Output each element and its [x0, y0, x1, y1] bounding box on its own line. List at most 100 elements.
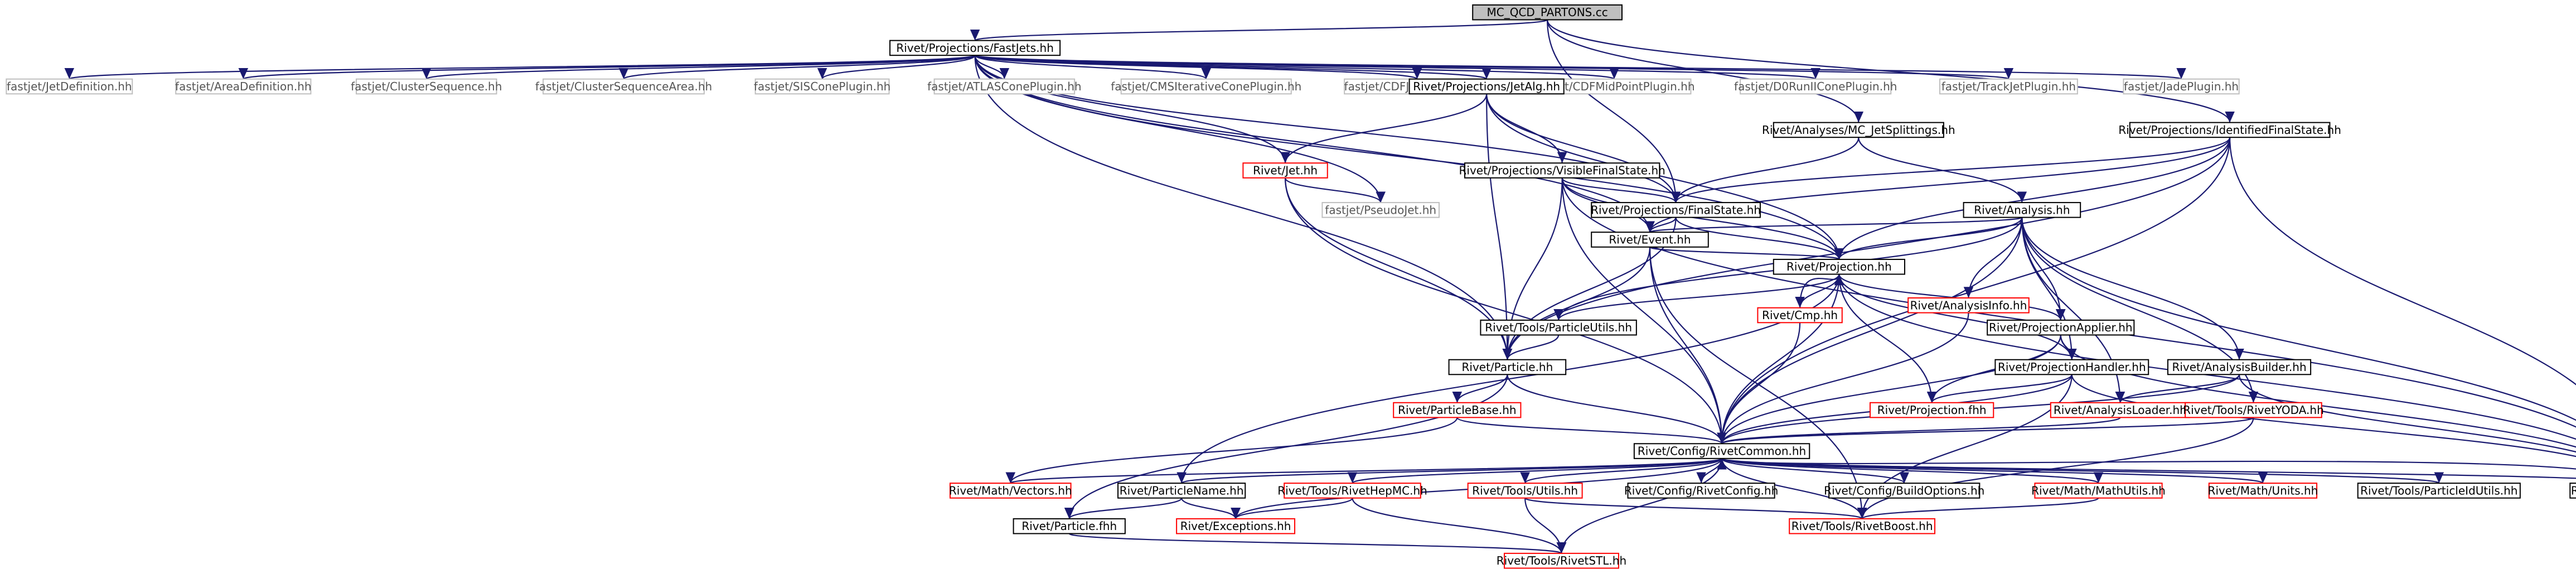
node-rivet-analysisloader-hh[interactable]: Rivet/AnalysisLoader.hh — [2050, 402, 2190, 418]
node-box — [1242, 162, 1328, 179]
node-rivet-event-hh[interactable]: Rivet/Event.hh — [1591, 232, 1709, 248]
edge-mathutils-to-rivetboost — [1857, 497, 2099, 519]
edge-logging-to-rivetcommon — [1717, 457, 2576, 470]
node-box — [1480, 319, 1637, 336]
edge-rivethepmc-to-exceptions — [1231, 498, 1353, 519]
edge-rivetcommon-to-mathutils — [1721, 457, 2103, 484]
node-label: fastjet/TrackJetPlugin.hh — [1941, 80, 2076, 93]
node-label: Rivet/Math/Units.hh — [2208, 484, 2318, 497]
node-rivet-tools-logging-hh[interactable]: Rivet/Tools/Logging.hh — [2569, 483, 2576, 499]
node-box — [1633, 443, 1810, 459]
node-fastjet-clustersequence-hh: fastjet/ClusterSequence.hh — [351, 78, 502, 95]
node-rivet-projections-finalstate-hh[interactable]: Rivet/Projections/FinalState.hh — [1591, 202, 1761, 218]
node-rivet-particlename-hh[interactable]: Rivet/ParticleName.hh — [1117, 483, 1246, 499]
node-box — [1467, 483, 1583, 499]
node-label: Rivet/Projection.hh — [1786, 260, 1892, 273]
edge-analysisinfo-to-rivetcommon — [1717, 312, 1969, 444]
edge-finalstate-to-projection — [1675, 217, 1844, 260]
node-box — [1284, 483, 1421, 499]
node-label: fastjet/D0RunIIConePlugin.hh — [1734, 80, 1897, 93]
node-rivet-math-mathutils-hh[interactable]: Rivet/Math/MathUtils.hh — [2031, 483, 2166, 499]
edge-particlename-to-exceptions — [1181, 498, 1241, 519]
node-rivet-projectionhandler-hh[interactable]: Rivet/ProjectionHandler.hh — [1994, 359, 2149, 375]
node-rivet-tools-particleutils-hh[interactable]: Rivet/Tools/ParticleUtils.hh — [1480, 319, 1637, 336]
node-label: fastjet/JetDefinition.hh — [7, 80, 132, 93]
node-fastjet-sisconeplugin-hh: fastjet/SISConePlugin.hh — [754, 78, 890, 95]
edge-particle-to-rivetcommon — [1507, 374, 1727, 444]
edge-idfs-to-event — [1645, 137, 2231, 233]
node-label: Rivet/ProjectionApplier.hh — [1989, 321, 2133, 334]
node-box — [2185, 402, 2322, 418]
edge-jet-to-rivetcommon — [1284, 177, 1727, 444]
node-rivet-analysisinfo-hh[interactable]: Rivet/AnalysisInfo.hh — [1907, 297, 2030, 314]
node-box — [1472, 4, 1623, 21]
edge-projection-to-particleutils — [1553, 274, 1840, 321]
node-label: Rivet/Projections/IdentifiedFinalState.h… — [2118, 123, 2341, 137]
node-box — [1321, 202, 1440, 218]
node-rivet-projections-visiblefinalstate-hh[interactable]: Rivet/Projections/VisibleFinalState.hh — [1459, 162, 1665, 179]
node-box — [2129, 122, 2331, 138]
node-rivet-particle-hh[interactable]: Rivet/Particle.hh — [1448, 359, 1567, 375]
edge-mcjs-to-finalstate — [1670, 137, 1860, 203]
edge-event-to-rivetcommon — [1649, 247, 1727, 444]
node-rivet-projectionapplier-hh[interactable]: Rivet/ProjectionApplier.hh — [1987, 319, 2135, 336]
edge-jetalg-to-finalstate — [1486, 94, 1681, 203]
node-fastjet-jadeplugin-hh: fastjet/JadePlugin.hh — [2123, 78, 2240, 95]
node-rivet-math-vectors-hh[interactable]: Rivet/Math/Vectors.hh — [949, 483, 1072, 499]
node-rivet-projections-identifiedfinalstate-hh[interactable]: Rivet/Projections/IdentifiedFinalState.h… — [2118, 122, 2341, 138]
edge-idfs-to-finalstate — [1671, 137, 2231, 203]
edge-cmp-to-projection — [1799, 274, 1844, 308]
edge-rivetcommon-to-particlename — [1177, 457, 1723, 484]
node-rivet-projection-fhh[interactable]: Rivet/Projection.fhh — [1870, 402, 1994, 418]
node-rivet-tools-rivetboost-hh[interactable]: Rivet/Tools/RivetBoost.hh — [1789, 518, 1936, 534]
edge-vfs-to-finalstate — [1561, 177, 1681, 203]
node-rivet-tools-utils-hh[interactable]: Rivet/Tools/Utils.hh — [1467, 483, 1583, 499]
node-rivet-tools-particleidutils-hh[interactable]: Rivet/Tools/ParticleIdUtils.hh — [2357, 483, 2521, 499]
node-rivet-particle-fhh[interactable]: Rivet/Particle.fhh — [1013, 518, 1126, 534]
node-fastjet-d0runiiconeplugin-hh: fastjet/D0RunIIConePlugin.hh — [1734, 78, 1897, 95]
edge-rivethepmc-to-rivetstl — [1352, 498, 1567, 554]
edge-particleutils-to-particle — [1502, 335, 1560, 360]
node-rivet-exceptions-hh[interactable]: Rivet/Exceptions.hh — [1176, 518, 1296, 534]
edge-fastjets-to-projection — [974, 55, 1844, 259]
node-rivet-math-units-hh[interactable]: Rivet/Math/Units.hh — [2208, 483, 2318, 499]
node-box — [1408, 78, 1565, 95]
node-rivet-tools-rivetyoda-hh[interactable]: Rivet/Tools/RivetYODA.hh — [2183, 402, 2324, 418]
node-box — [1994, 359, 2149, 375]
node-rivet-config-rivetconfig-hh[interactable]: Rivet/Config/RivetConfig.hh — [1624, 483, 1778, 499]
node-rivet-projection-hh[interactable]: Rivet/Projection.hh — [1773, 258, 1906, 275]
node-label: Rivet/Tools/RivetYODA.hh — [2183, 403, 2324, 417]
edge-vfs-to-rivetcommon — [1561, 177, 1727, 444]
edge-rivetcommon-to-rivetboost — [1721, 458, 1867, 519]
node-rivet-analysis-hh[interactable]: Rivet/Analysis.hh — [1963, 202, 2081, 218]
node-rivet-projections-fastjets-hh[interactable]: Rivet/Projections/FastJets.hh — [889, 40, 1061, 56]
node-label: Rivet/Tools/ParticleUtils.hh — [1485, 321, 1632, 334]
edge-analysis-to-event — [1645, 216, 2023, 233]
node-box — [950, 483, 1072, 499]
node-label: Rivet/Tools/Logging.hh — [2571, 484, 2576, 497]
node-rivet-analyses-mc-jetsplittings-hh[interactable]: Rivet/Analyses/MC_JetSplittings.hh — [1762, 122, 1955, 138]
node-label: fastjet/SISConePlugin.hh — [754, 80, 890, 93]
node-label: Rivet/AnalysisLoader.hh — [2054, 403, 2187, 417]
node-rivet-cmp-hh[interactable]: Rivet/Cmp.hh — [1757, 307, 1843, 324]
node-label: fastjet/JadePlugin.hh — [2124, 80, 2239, 93]
edge-fastjets-to-jet — [974, 55, 1290, 163]
node-rivet-projections-jetalg-hh[interactable]: Rivet/Projections/JetAlg.hh — [1408, 78, 1565, 95]
node-rivet-tools-rivethepmc-hh[interactable]: Rivet/Tools/RivetHepMC.hh — [1277, 483, 1427, 499]
edge-rivetcommon-to-rivethepmc — [1348, 457, 1723, 484]
edge-fastjets-to-fj_areadef — [239, 55, 976, 80]
node-rivet-config-rivetcommon-hh[interactable]: Rivet/Config/RivetCommon.hh — [1633, 443, 1810, 459]
edge-vfs-to-projection — [1561, 177, 1844, 260]
edge-analysis-to-rivetcommon — [1717, 217, 2023, 444]
node-label: fastjet/AreaDefinition.hh — [175, 80, 312, 93]
edge-analysisloader-to-rivetcommon — [1717, 417, 2121, 445]
node-rivet-tools-rivetstl-hh[interactable]: Rivet/Tools/RivetSTL.hh — [1497, 552, 1626, 569]
node-box — [2123, 78, 2240, 95]
edge-idfs-to-logging — [2229, 137, 2576, 386]
node-rivet-jet-hh[interactable]: Rivet/Jet.hh — [1242, 162, 1328, 179]
node-rivet-config-buildoptions-hh[interactable]: Rivet/Config/BuildOptions.hh — [1824, 483, 1984, 499]
node-rivet-particlebase-hh[interactable]: Rivet/ParticleBase.hh — [1393, 402, 1522, 418]
node-rivet-analysisbuilder-hh[interactable]: Rivet/AnalysisBuilder.hh — [2167, 359, 2312, 375]
node-label: Rivet/Tools/RivetSTL.hh — [1497, 554, 1626, 567]
